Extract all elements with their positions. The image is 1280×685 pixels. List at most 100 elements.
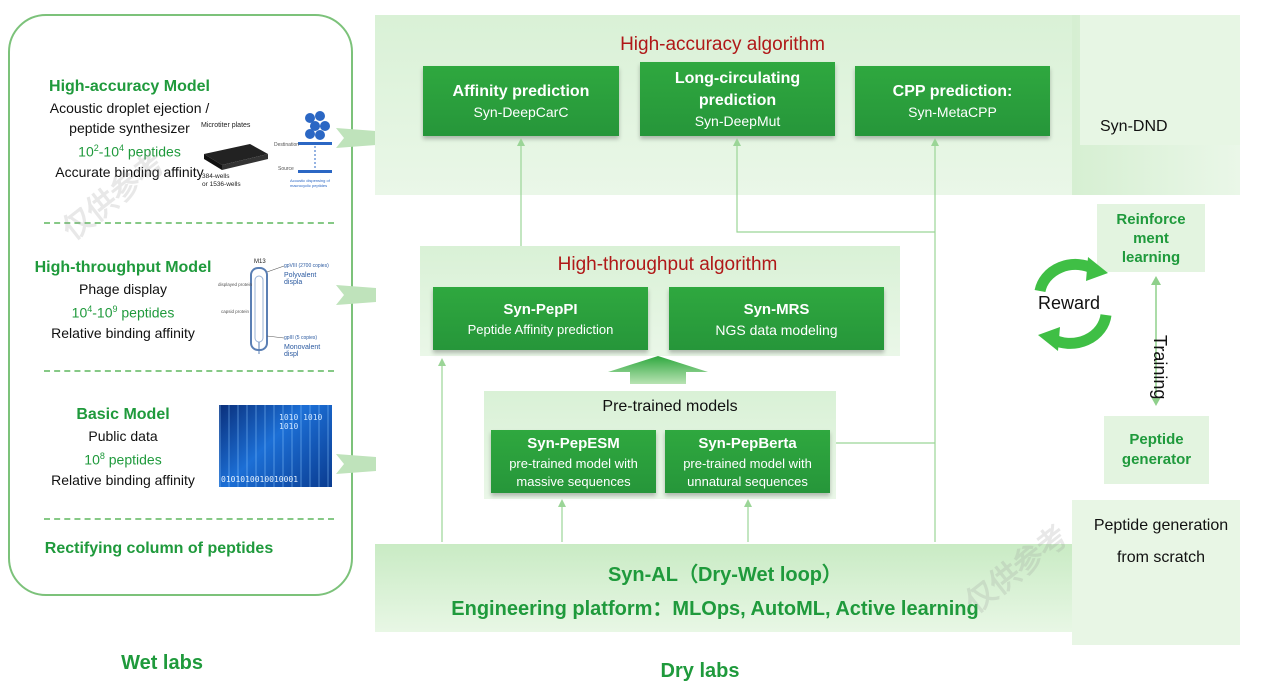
reinforcement-learning-box: Reinforce ment learning	[1097, 204, 1205, 272]
syn-pepesm-sub1: pre-trained model with	[509, 455, 638, 471]
peptide-generator-box: Peptide generator	[1104, 416, 1209, 484]
training-double-arrow-svg	[1151, 276, 1161, 406]
connector-high-throughput-svg	[336, 285, 376, 305]
syn-pepesm-box: Syn-PepESM pre-trained model with massiv…	[491, 430, 656, 493]
binary-bits-bottom: 0101010010010001	[221, 475, 299, 484]
long-circulating-title2: prediction	[698, 92, 777, 109]
syn-pepberta-title: Syn-PepBerta	[698, 434, 797, 452]
rectifying-column-label: Rectifying column of peptides	[44, 540, 274, 557]
cpp-prediction-box: CPP prediction: Syn-MetaCPP	[855, 66, 1050, 136]
monovalent-label: Monovalent displ	[284, 344, 321, 358]
peptide-generation-line2: from scratch	[1116, 549, 1205, 566]
syn-pepberta-sub1: pre-trained model with	[683, 455, 812, 471]
wet-labs-panel	[8, 14, 353, 596]
syn-dnd-label: Syn-DND	[1100, 118, 1168, 135]
affinity-prediction-sub: Syn-DeepCarC	[473, 104, 569, 120]
syn-mrs-box: Syn-MRS NGS data modeling	[669, 287, 884, 350]
m13-label: M13	[254, 259, 266, 265]
high-accuracy-line2: peptide synthesizer	[69, 120, 190, 136]
wet-labs-footer: Wet labs	[121, 652, 203, 674]
high-accuracy-line1: Acoustic droplet ejection /	[49, 100, 210, 116]
source-label: Source	[278, 166, 294, 172]
high-accuracy-model-section: High-accuracy Model Acoustic droplet eje…	[12, 78, 247, 182]
phage-svg	[250, 265, 285, 354]
reward-cycle-icon	[1028, 253, 1118, 353]
syn-peppi-box: Syn-PepPI Peptide Affinity prediction	[433, 287, 648, 350]
long-circulating-sub: Syn-DeepMut	[694, 113, 781, 129]
binary-data-stripes	[219, 405, 332, 487]
dry-labs-footer: Dry labs	[660, 660, 740, 682]
pretrained-to-highthroughput-arrow	[608, 356, 708, 384]
connector-basic-svg	[336, 454, 376, 474]
syn-al-title: Syn-AL（Dry-Wet loop）	[607, 564, 843, 586]
peptide-generator-line1: Peptide	[1129, 431, 1184, 448]
syn-peppi-sub: Peptide Affinity prediction	[467, 321, 614, 337]
peptide-generation-text: Peptide generation from scratch	[1076, 510, 1246, 574]
basic-line3: Relative binding affinity	[51, 471, 195, 488]
affinity-prediction-title: Affinity prediction	[452, 83, 590, 100]
high-throughput-range: 104-109 peptides	[71, 304, 175, 321]
acoustic-label: Acoustic dispensing of macrocyclic pepti…	[290, 178, 330, 188]
gpiii-label: gpIII (5 copies)	[284, 335, 318, 341]
reward-label: Reward	[1038, 293, 1101, 313]
long-circulating-title: Long-circulating	[674, 70, 801, 87]
affinity-prediction-box: Affinity prediction Syn-DeepCarC	[423, 66, 619, 136]
displayed-protein-label: displayed protein	[218, 282, 253, 287]
destination-label: Destination	[274, 142, 300, 148]
high-accuracy-algorithm-title: High-accuracy algorithm	[620, 34, 825, 55]
binary-bits-top: 1010 1010 1010	[279, 413, 323, 431]
cpp-prediction-title: CPP prediction:	[892, 83, 1013, 100]
reinforcement-line1: Reinforce	[1116, 210, 1186, 228]
basic-model-section: Basic Model Public data 108 peptides Rel…	[12, 406, 234, 490]
basic-range: 108 peptides	[84, 451, 162, 468]
wet-divider-2	[44, 370, 334, 372]
microtiter-plate-svg	[204, 111, 332, 173]
syn-dnd-panel	[1080, 15, 1240, 145]
microtiter-plate-illustration: Microtiter plates 384-wells or 1536-well…	[198, 102, 338, 197]
wells-label-2: or 1536-wells	[202, 181, 241, 188]
gpviii-label: gpVIII (2700 copies)	[284, 263, 329, 269]
syn-peppi-title: Syn-PepPI	[503, 300, 578, 318]
reinforcement-line3: learning	[1121, 248, 1181, 266]
training-double-arrow	[1148, 276, 1164, 406]
wet-divider-1	[44, 222, 334, 224]
basic-model-title: Basic Model	[76, 406, 170, 423]
peptide-generator-line2: generator	[1121, 451, 1192, 468]
syn-mrs-title: Syn-MRS	[743, 300, 810, 318]
syn-pepberta-box: Syn-PepBerta pre-trained model with unna…	[665, 430, 830, 493]
syn-mrs-sub: NGS data modeling	[715, 321, 838, 338]
syn-pepesm-title: Syn-PepESM	[527, 434, 620, 452]
polyvalent-label: Polyvalent displa	[284, 272, 317, 286]
high-accuracy-range: 102-104 peptides	[78, 143, 181, 160]
high-throughput-line3: Relative binding affinity	[51, 324, 195, 341]
connector-high-accuracy	[336, 126, 376, 150]
basic-line1: Public data	[88, 428, 158, 444]
big-up-arrow-svg	[608, 356, 708, 384]
pretrained-models-title: Pre-trained models	[602, 398, 738, 415]
wet-divider-3	[44, 518, 334, 520]
high-throughput-model-title: High-throughput Model	[34, 259, 212, 276]
syn-pepberta-sub2: unnatural sequences	[687, 473, 808, 489]
high-accuracy-model-title: High-accuracy Model	[49, 78, 210, 95]
connector-high-accuracy-svg	[336, 128, 376, 148]
peptide-generation-region	[1072, 500, 1240, 645]
long-circulating-box: Long-circulating prediction Syn-DeepMut	[640, 62, 835, 136]
phage-illustration: M13 gpVIII (2700 copies) Polyvalent disp…	[218, 258, 336, 358]
engineering-platform-text: Engineering platform：MLOps, AutoML, Acti…	[451, 598, 979, 620]
high-accuracy-line4: Accurate binding affinity	[55, 163, 204, 180]
high-throughput-model-section: High-throughput Model Phage display 104-…	[12, 259, 234, 343]
cpp-prediction-sub: Syn-MetaCPP	[908, 104, 997, 120]
high-throughput-algorithm-title: High-throughput algorithm	[557, 254, 778, 275]
connector-high-throughput	[336, 283, 376, 307]
syn-pepesm-sub2: massive sequences	[516, 473, 631, 489]
binary-data-image: 1010 1010 1010 0101010010010001	[219, 405, 332, 487]
microtiter-label: Microtiter plates	[201, 122, 251, 129]
reward-cycle-svg	[1034, 257, 1112, 351]
capsid-protein-label: capsid protein	[221, 309, 250, 314]
reinforcement-line2: ment	[1133, 229, 1169, 247]
wells-label-1: 384-wells	[202, 173, 230, 180]
peptide-generation-line1: Peptide generation	[1093, 517, 1229, 534]
high-throughput-line1: Phage display	[79, 281, 167, 297]
connector-basic	[336, 452, 376, 476]
